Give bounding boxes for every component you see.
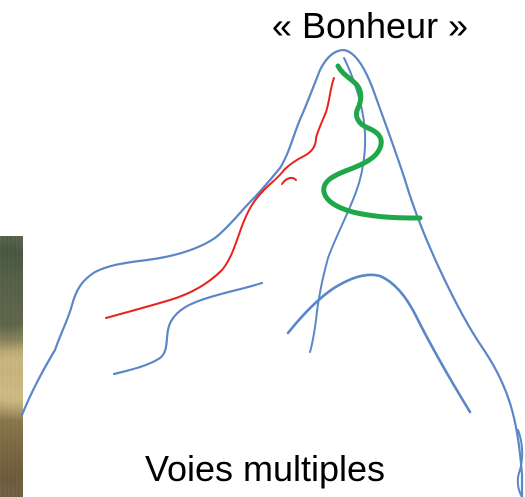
mountain-ridge bbox=[309, 57, 367, 353]
summit-label: « Bonheur » bbox=[271, 5, 469, 46]
caption-label: Voies multiples bbox=[144, 448, 386, 489]
route-red bbox=[105, 77, 335, 319]
route-green bbox=[321, 63, 423, 221]
foothill-left bbox=[112, 281, 264, 376]
route-red-kink bbox=[281, 176, 297, 185]
mountain-outline bbox=[20, 48, 524, 497]
foothill-right bbox=[286, 273, 472, 414]
painting-thumbnail bbox=[0, 236, 23, 497]
right-edge-contour bbox=[516, 429, 524, 497]
